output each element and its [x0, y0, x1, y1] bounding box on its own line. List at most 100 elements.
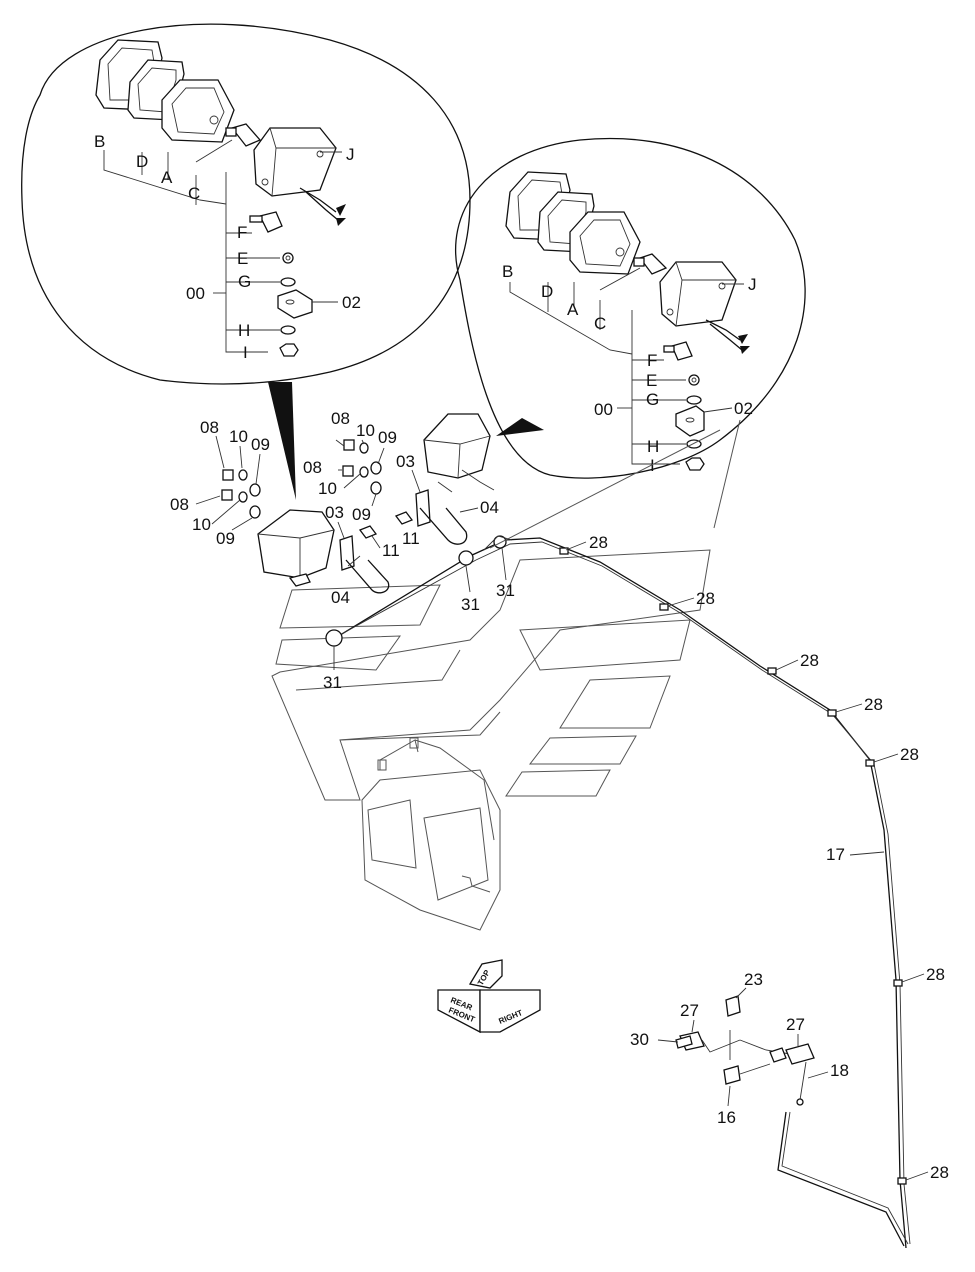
label-10: 10	[229, 427, 248, 446]
lens-a	[161, 79, 235, 143]
label-h: H	[238, 321, 250, 340]
bracket-03	[415, 489, 431, 527]
bracket-02	[277, 289, 313, 319]
label-08: 08	[200, 418, 219, 437]
label-04: 04	[331, 588, 350, 607]
label-f: F	[647, 351, 657, 370]
label-10: 10	[192, 515, 211, 534]
bulb-c	[633, 253, 668, 275]
nut-i	[279, 343, 299, 357]
u-bolt-04	[345, 559, 390, 594]
washer-g	[280, 277, 296, 287]
label-g: G	[238, 272, 251, 291]
right-work-lamp	[423, 413, 491, 479]
label-02: 02	[734, 399, 753, 418]
nut-08b	[221, 489, 233, 501]
washer-e	[688, 374, 700, 386]
label-28: 28	[864, 695, 883, 714]
wire-harness-17: 31 31 31 28 28 28 28 28 28 28 17	[323, 419, 949, 1249]
label-j: J	[748, 275, 757, 294]
label-17: 17	[826, 845, 845, 864]
nut-i	[685, 457, 705, 471]
label-27: 27	[786, 1015, 805, 1034]
bracket-02	[675, 405, 705, 437]
pointer-left	[268, 382, 296, 500]
label-a: A	[567, 300, 579, 319]
direction-indicator: FRONT REAR RIGHT TOP	[437, 959, 541, 1034]
nut-08b	[342, 465, 354, 477]
label-03: 03	[396, 452, 415, 471]
washer-e	[282, 252, 294, 264]
lamp-body-j	[659, 261, 750, 354]
label-28: 28	[696, 589, 715, 608]
right-lamp-assembly: 08 10 09 08 10 09 03 11 04	[303, 409, 499, 548]
label-10: 10	[318, 479, 337, 498]
switch-23	[725, 995, 741, 1017]
switch-connectors: 23 27 27 30 18 16	[630, 970, 849, 1127]
label-31: 31	[323, 673, 342, 692]
label-28: 28	[930, 1163, 949, 1182]
label-02: 02	[342, 293, 361, 312]
label-g: G	[646, 390, 659, 409]
nut-08a	[343, 439, 355, 451]
detail-bubble-right: B D A C J F E G 00 02 H I	[455, 137, 806, 479]
nut-08a	[222, 469, 234, 481]
label-08: 08	[303, 458, 322, 477]
label-00: 00	[594, 400, 613, 419]
label-c: C	[188, 184, 200, 203]
label-00: 00	[186, 284, 205, 303]
label-30: 30	[630, 1030, 649, 1049]
label-28: 28	[926, 965, 945, 984]
label-d: D	[541, 282, 553, 301]
label-16: 16	[717, 1108, 736, 1127]
label-03: 03	[325, 503, 344, 522]
label-i: I	[650, 456, 655, 475]
detail-bubble-left: B D A C J F E G 00 02 H I	[21, 23, 471, 500]
lamp-body-j	[253, 127, 346, 226]
washer-h	[280, 325, 296, 335]
label-c: C	[594, 314, 606, 333]
label-b: B	[94, 132, 105, 151]
relay-16	[723, 1065, 741, 1085]
pointer-right	[496, 418, 544, 436]
label-a: A	[161, 168, 173, 187]
bolt-f	[663, 341, 693, 361]
label-d: D	[136, 152, 148, 171]
label-e: E	[646, 371, 657, 390]
label-09: 09	[352, 505, 371, 524]
washer-g	[686, 395, 702, 405]
connector-27b	[785, 1043, 815, 1065]
label-11: 11	[382, 541, 400, 560]
label-23: 23	[744, 970, 763, 989]
label-04: 04	[480, 498, 499, 517]
label-28: 28	[900, 745, 919, 764]
label-11: 11	[402, 529, 420, 548]
lens-a	[569, 211, 641, 275]
bracket-03	[339, 535, 355, 571]
label-09: 09	[251, 435, 270, 454]
left-work-lamp	[257, 509, 335, 579]
left-lamp-assembly: 08 10 09 08 10 09 03 11 04	[170, 418, 400, 607]
label-f: F	[237, 223, 247, 242]
label-j: J	[346, 145, 355, 164]
label-b: B	[502, 262, 513, 281]
bolt-f	[249, 211, 283, 233]
label-09: 09	[216, 529, 235, 548]
label-18: 18	[830, 1061, 849, 1080]
label-28: 28	[800, 651, 819, 670]
label-e: E	[237, 249, 248, 268]
label-08: 08	[170, 495, 189, 514]
label-10: 10	[356, 421, 375, 440]
label-27: 27	[680, 1001, 699, 1020]
label-28: 28	[589, 533, 608, 552]
label-31: 31	[461, 595, 480, 614]
label-31: 31	[496, 581, 515, 600]
u-bolt-04	[419, 507, 468, 545]
label-h: H	[647, 437, 659, 456]
label-08: 08	[331, 409, 350, 428]
label-i: I	[243, 343, 248, 362]
machine-outline	[271, 549, 711, 931]
connector-30	[675, 1035, 693, 1049]
bulb-c	[225, 123, 262, 147]
